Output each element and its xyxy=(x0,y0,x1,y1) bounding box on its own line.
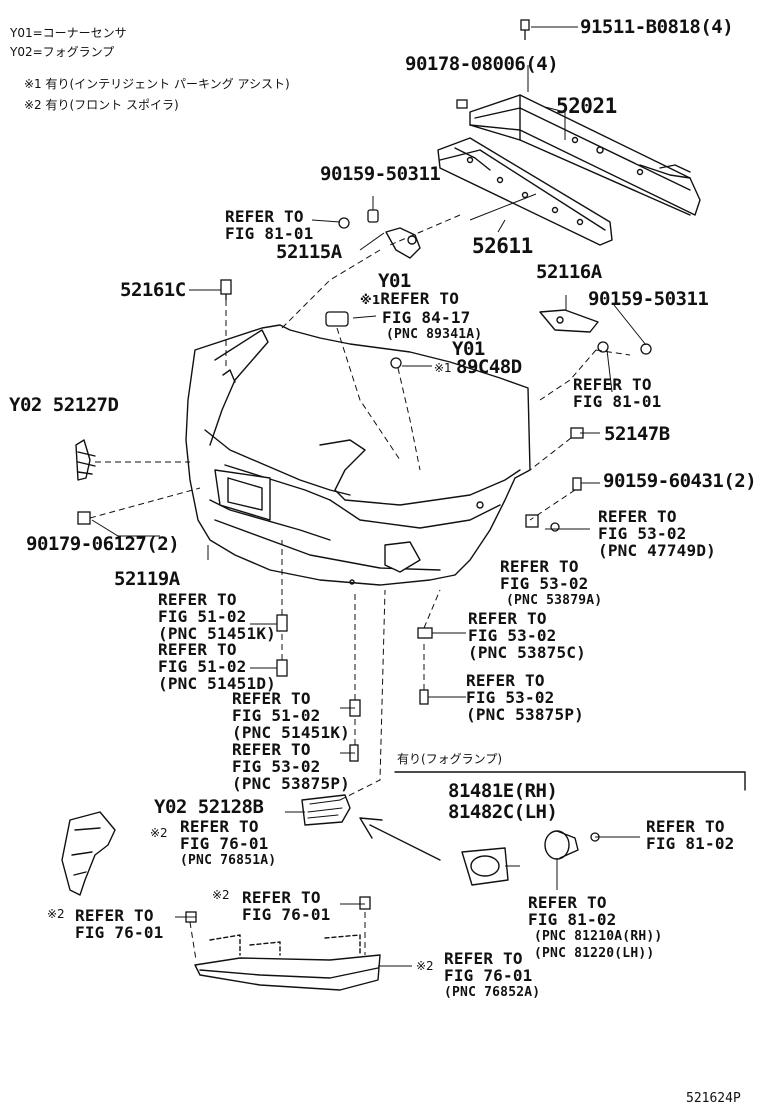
part-81482c[interactable]: 81482C(LH) xyxy=(448,801,558,823)
part-81481e[interactable]: 81481E(RH) xyxy=(448,780,558,802)
legend-y02: Y02=フォグランプ xyxy=(10,45,115,59)
note-mark-76-01-a: ※2 xyxy=(212,888,230,902)
part-52611[interactable]: 52611 xyxy=(472,234,533,258)
legend-note2: ※2 有り(フロント スポイラ) xyxy=(24,98,179,112)
part-52115a[interactable]: 52115A xyxy=(276,241,342,263)
legend-y01: Y01=コーナーセンサ xyxy=(10,26,127,40)
ref-fig-84-17[interactable]: ※1REFER TO FIG 84-17 (PNC 89341A) xyxy=(360,289,483,342)
part-52119a[interactable]: 52119A xyxy=(114,568,180,590)
part-89c48d[interactable]: 89C48D xyxy=(456,356,522,378)
part-52127d[interactable]: Y02 52127D xyxy=(9,394,119,416)
part-52147b[interactable]: 52147B xyxy=(604,423,670,445)
part-52021[interactable]: 52021 xyxy=(556,94,617,118)
note-mark-76851a: ※2 xyxy=(150,826,168,840)
bumper-absorber xyxy=(437,137,613,246)
lower-spoiler xyxy=(194,934,381,991)
note-mark-76852a: ※2 xyxy=(416,959,434,973)
bumper-reinforcement xyxy=(469,94,701,216)
note-mark-89c48d: ※1 xyxy=(434,361,452,375)
dashed-guides xyxy=(89,214,631,961)
part-52161c[interactable]: 52161C xyxy=(120,279,186,301)
fog-option-label: 有り(フォグランプ) xyxy=(397,752,503,766)
direction-arrow xyxy=(359,817,441,861)
fog-lamp-unit xyxy=(544,830,579,860)
part-90179[interactable]: 90179-06127(2) xyxy=(26,533,180,555)
part-90159-c[interactable]: 90159-60431(2) xyxy=(603,470,757,492)
fog-lamp-bezel xyxy=(461,847,509,886)
fog-option-bracket xyxy=(394,771,746,791)
label-y01-b: Y01 xyxy=(452,338,485,360)
bracket-right xyxy=(539,309,599,333)
side-retainer-52127D xyxy=(75,439,96,481)
part-90159-b[interactable]: 90159-50311 xyxy=(588,288,709,310)
side-spoiler xyxy=(61,811,116,896)
part-52128b[interactable]: Y02 52128B xyxy=(154,796,264,818)
bumper-cover xyxy=(185,324,531,586)
bracket-left xyxy=(385,227,421,259)
legend-note1: ※1 有り(インテリジェント パーキング アシスト) xyxy=(24,77,290,91)
label-y01-a: Y01 xyxy=(378,270,411,292)
figure-code: 521624P xyxy=(686,1091,741,1106)
leader-lines xyxy=(91,26,647,967)
part-91511[interactable]: 91511-B0818(4) xyxy=(580,16,734,38)
part-90178[interactable]: 90178-08006(4) xyxy=(405,53,559,75)
fog-lamp-cover xyxy=(301,794,351,826)
part-52116a[interactable]: 52116A xyxy=(536,261,602,283)
note-mark-76-01-b: ※2 xyxy=(47,907,65,921)
part-90159-a[interactable]: 90159-50311 xyxy=(320,163,441,185)
